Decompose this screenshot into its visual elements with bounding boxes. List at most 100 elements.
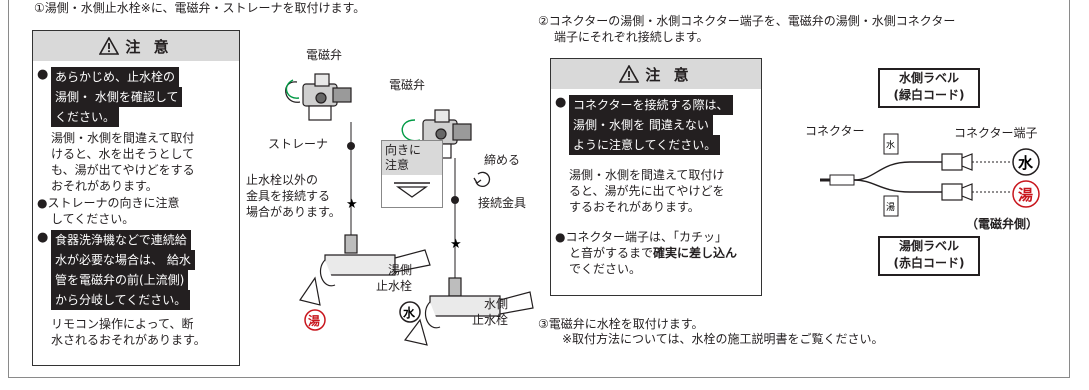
caution1-b1-hl-0: あらかじめ、止水栓の xyxy=(51,67,180,87)
direction-caution-box: 向きに 注意 xyxy=(381,140,443,208)
cold-wire xyxy=(853,161,945,181)
caution2-b2-bold: 確実に差し込ん xyxy=(653,246,738,260)
step2-text-2: 端子にそれぞれ接続します。 xyxy=(554,30,709,44)
cold-mark-text: 水 xyxy=(1018,154,1034,172)
step3-text-2: ※取付方法については、水栓の施工説明書をご覧ください。 xyxy=(562,332,884,346)
step1-text: ①湯側・水側止水栓※に、電磁弁・ストレーナを取付けます。 xyxy=(34,1,366,15)
caution1-bullet2: ●ストレーナの向きに注意 してください。 xyxy=(37,195,235,227)
caution2-b1-hl-1: 湯側・水側を 間違えない xyxy=(569,115,713,135)
direction-line: 向きに xyxy=(385,143,422,157)
hot-mark-text: 湯 xyxy=(1018,186,1033,204)
hot-wire xyxy=(853,179,945,193)
hot-tag-text: 湯 xyxy=(886,202,895,213)
caution1-b2-line: ●ストレーナの向きに注意 xyxy=(37,196,180,210)
caution2-b1-line: 湯側・水側を間違えて取付け xyxy=(569,168,725,182)
caution-header: 注 意 xyxy=(33,31,239,61)
caution1-b2-line: してください。 xyxy=(51,212,135,226)
caution1-bullet3: ● 食器洗浄機などで連続給 水が必要な場合は、 給水 管を電磁弁の前(上流側) … xyxy=(37,230,235,310)
caution1-b3-hl-2: 管を電磁弁の前(上流側) xyxy=(51,270,189,290)
cold-tag xyxy=(883,133,899,155)
cold-mark-text: 水 xyxy=(403,305,416,320)
caution2-bullet2: ●コネクター端子は、「カチッ」 と音がするまで確実に差し込ん でください。 xyxy=(555,229,757,277)
hot-label-line: (赤白コード) xyxy=(893,256,965,270)
caution1-bullet1: ● あらかじめ、止水栓の 湯側・ 水側を確認して ください。 xyxy=(37,67,235,127)
caution2-b2-line: ●コネクター端子は、「カチッ」 xyxy=(555,230,727,244)
fitting-label: 接続金具 xyxy=(478,196,527,210)
caution1-b3-line: 水されるおそれがあります。 xyxy=(51,333,206,347)
caution2-b1-text: 湯側・水側を間違えて取付け ると、湯が先に出てやけどを するおそれがあります。 xyxy=(569,167,757,215)
star-icon: ★ xyxy=(346,197,358,212)
bullet-icon: ● xyxy=(37,230,49,245)
caution1-b1-hl-1: 湯側・ 水側を確認して xyxy=(51,87,183,107)
strainer-label: ストレーナ xyxy=(268,137,329,151)
valve-assembly-illustration: ★ 湯 ★ 水 xyxy=(285,73,534,346)
cold-valve-line: 水側 xyxy=(484,297,509,311)
strainer-dot xyxy=(347,142,355,150)
tighten-label: 締める xyxy=(484,153,521,167)
star-icon: ★ xyxy=(450,237,462,252)
solenoid-label-1: 電磁弁 xyxy=(306,48,343,62)
caution2-b2-end: でください。 xyxy=(569,262,642,276)
caution2-b1-hl-2: ように注意してください。 xyxy=(569,135,721,155)
hot-label-line: 湯側ラベル xyxy=(898,239,959,253)
connector-illustration: 水 湯 水 湯 xyxy=(820,133,1040,217)
solenoid-valve-left xyxy=(285,73,352,121)
other-fitting-note: 止水栓以外の 金具を接続する 場合があります。 xyxy=(246,172,341,220)
page-frame xyxy=(8,0,1070,378)
caution2-bullet1: ● コネクターを接続する際は、 湯側・水側を 間違えない ように注意してください… xyxy=(555,95,757,155)
hot-terminal-icon xyxy=(941,183,973,201)
cold-terminal-icon xyxy=(941,153,973,171)
terminal-label: コネクター端子 xyxy=(954,126,1038,140)
hot-tag xyxy=(883,195,899,217)
caution1-b1-line: おそれがあります。 xyxy=(51,179,158,193)
connector-label: コネクター xyxy=(805,124,865,138)
hot-mark-text: 湯 xyxy=(308,313,320,328)
caution1-b3-hl-1: 水が必要な場合は、 給水 xyxy=(51,250,195,270)
direction-line: 注意 xyxy=(385,158,410,172)
caution-header: 注 意 xyxy=(551,59,761,89)
caution1-b1-line: けると、水を出そうとして xyxy=(51,147,195,161)
caution1-b3-hl-3: から分岐してください。 xyxy=(51,290,191,310)
other-line: 金具を接続する xyxy=(246,189,331,203)
cold-mark-circle xyxy=(1012,148,1040,176)
caution-title: 注 意 xyxy=(645,65,693,84)
cold-valve-line: 止水栓 xyxy=(472,313,509,327)
caution2-b1-hl-0: コネクターを接続する際は、 xyxy=(569,95,733,115)
cold-valve-label: 水側 止水栓 xyxy=(472,296,508,328)
caution-title: 注 意 xyxy=(125,37,173,56)
cold-mark-circle xyxy=(399,301,421,323)
cold-tag-text: 水 xyxy=(886,139,895,151)
fitting-dot xyxy=(451,196,459,204)
hot-mark-circle xyxy=(304,309,326,331)
hot-valve-line: 止水栓 xyxy=(376,279,413,293)
step3-text-1: ③電磁弁に水栓を取付けます。 xyxy=(538,317,704,331)
warning-icon xyxy=(99,37,120,55)
caution2-b1-line: するおそれがあります。 xyxy=(569,200,700,214)
caution1-b3-text: リモコン操作によって、断 水されるおそれがあります。 xyxy=(51,316,235,348)
hot-label-box: 湯側ラベル (赤白コード) xyxy=(878,236,980,276)
caution2-b1-line: ると、湯が先に出てやけどを xyxy=(569,184,725,198)
other-line: 止水栓以外の xyxy=(246,173,319,187)
cold-label-line: 水側ラベル xyxy=(898,71,959,85)
caution1-b1-line: 湯側・水側を間違えて取付 xyxy=(51,131,195,145)
caution1-b1-hl-2: ください。 xyxy=(51,107,120,127)
cold-label-line: (緑白コード) xyxy=(893,88,965,102)
caution-box-1: 注 意 ● あらかじめ、止水栓の 湯側・ 水側を確認して ください。 湯側・水側… xyxy=(32,30,240,366)
caution-box-2: 注 意 ● コネクターを接続する際は、 湯側・水側を 間違えない ように注意して… xyxy=(550,58,762,296)
rotate-arrow-icon xyxy=(475,171,491,188)
other-line: 場合があります。 xyxy=(246,205,341,219)
cold-stop-valve xyxy=(403,277,534,346)
cold-label-box: 水側ラベル (緑白コード) xyxy=(878,68,980,108)
caution1-b3-hl-0: 食器洗浄機などで連続給 xyxy=(51,230,191,250)
hot-valve-line: 湯側 xyxy=(388,263,413,277)
caution2-b2-mid: と音がするまで xyxy=(569,246,654,260)
caution1-b3-line: リモコン操作によって、断 xyxy=(51,317,194,331)
hot-mark-circle xyxy=(1012,180,1040,208)
solenoid-side-label: （電磁弁側） xyxy=(966,217,1039,231)
step2-text-1: ②コネクターの湯側・水側コネクター端子を、電磁弁の湯側・水側コネクター xyxy=(538,14,956,28)
solenoid-label-2: 電磁弁 xyxy=(389,78,426,92)
bullet-icon: ● xyxy=(555,95,567,110)
bullet-icon: ● xyxy=(37,67,49,82)
caution1-b1-text: 湯側・水側を間違えて取付 けると、水を出そうとして も、湯が出てやけどをする お… xyxy=(51,130,235,194)
caution1-b1-line: も、湯が出てやけどをする xyxy=(51,163,195,177)
